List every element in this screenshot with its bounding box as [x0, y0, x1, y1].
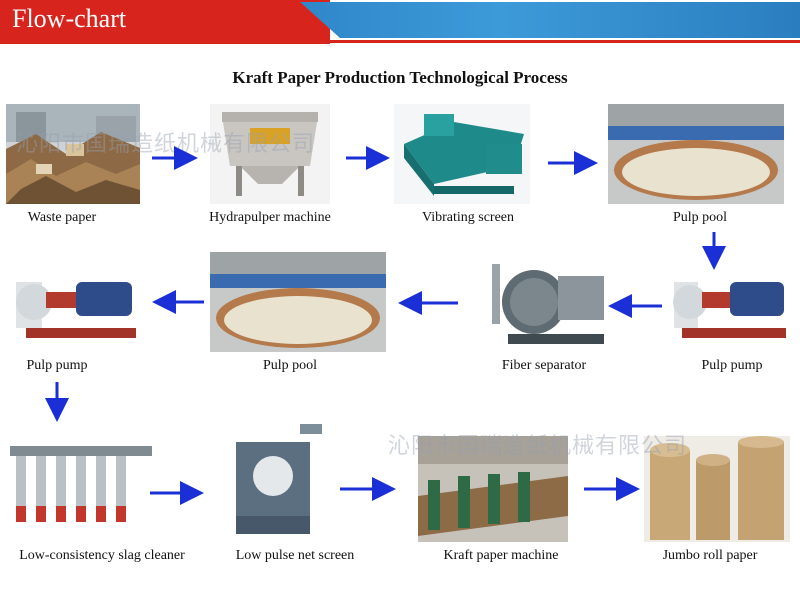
header-red-tab — [0, 0, 330, 44]
pulp-pump-image-1 — [6, 262, 148, 352]
diagram-title: Kraft Paper Production Technological Pro… — [232, 68, 568, 87]
hydrapulper-image — [210, 104, 330, 204]
step-label: Low pulse net screen — [235, 548, 355, 563]
header-title: Flow-chart — [12, 4, 127, 33]
step-label: Pulp pool — [672, 210, 728, 225]
step-label: Fiber separator — [501, 358, 587, 373]
pulp-pool-image-2 — [210, 252, 386, 352]
waste-paper-image — [6, 104, 140, 204]
header-bar: Flow-chart — [0, 0, 800, 44]
pulse-net-screen-image — [212, 420, 328, 542]
kraft-paper-machine-image — [418, 436, 568, 542]
pulp-pool-image-1 — [608, 104, 784, 204]
step-label: Pulp pump — [26, 358, 88, 373]
watermark-top: 沁阳市国瑞造纸机械有限公司 — [16, 132, 316, 157]
step-label: Hydrapulper machine — [209, 210, 331, 225]
step-label: Vibrating screen — [421, 210, 515, 225]
slag-cleaner-image — [6, 436, 156, 540]
header-blue-band — [300, 2, 800, 38]
step-label: Pulp pump — [701, 358, 763, 373]
header-divider — [0, 40, 800, 43]
step-label: Pulp pool — [262, 358, 318, 373]
step-label: Jumbo roll paper — [662, 548, 758, 563]
watermark-bottom: 沁阳市国瑞造纸机械有限公司 — [388, 434, 688, 459]
step-label: Low-consistency slag cleaner — [19, 548, 185, 563]
pulp-pump-image-2 — [666, 262, 796, 352]
vibrating-screen-image — [394, 104, 530, 204]
fiber-separator-image — [480, 256, 612, 352]
jumbo-roll-paper-image — [644, 436, 790, 542]
step-label: Kraft paper machine — [443, 548, 559, 563]
step-label: Waste paper — [27, 210, 97, 225]
